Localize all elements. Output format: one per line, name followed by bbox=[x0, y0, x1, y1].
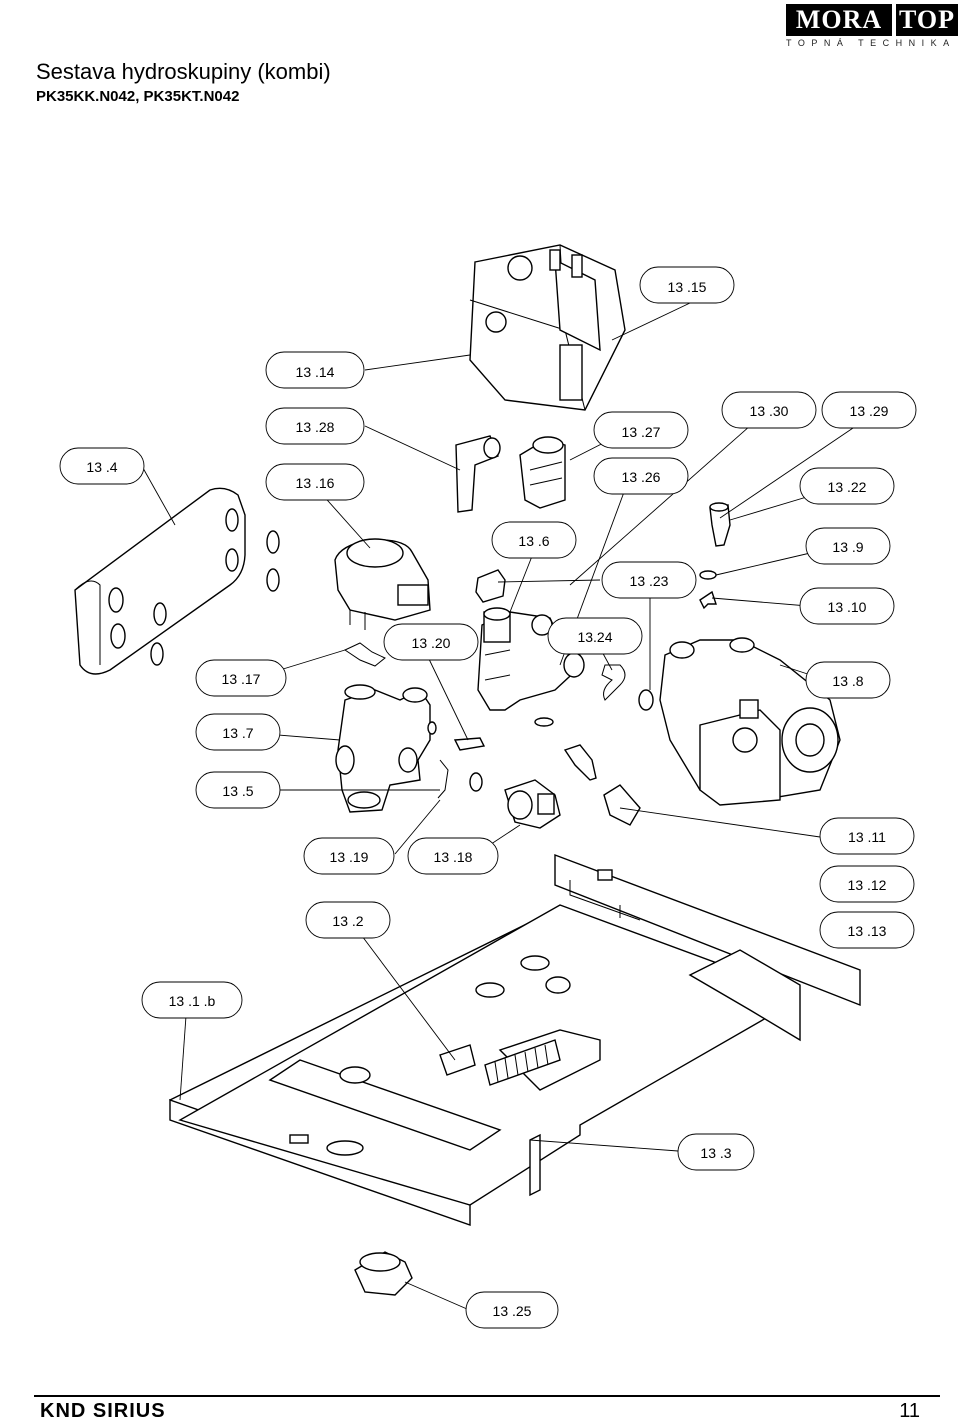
svg-text:13 .27: 13 .27 bbox=[622, 424, 661, 440]
svg-text:13 .30: 13 .30 bbox=[750, 403, 789, 419]
svg-text:13 .17: 13 .17 bbox=[222, 671, 261, 687]
terminal-block-part bbox=[439, 1039, 561, 1086]
gas-valve-part bbox=[469, 244, 626, 411]
pressure-sensor-part bbox=[504, 779, 561, 829]
callout-13-20: 13 .20 bbox=[383, 623, 479, 661]
svg-text:13 .29: 13 .29 bbox=[850, 403, 889, 419]
callout-13-7: 13 .7 bbox=[195, 713, 281, 751]
model-codes: PK35KK.N042, PK35KT.N042 bbox=[36, 88, 240, 105]
callout-13-29: 13 .29 bbox=[821, 391, 917, 429]
callout-13-17: 13 .17 bbox=[195, 659, 287, 697]
svg-text:13 .13: 13 .13 bbox=[848, 923, 887, 939]
logo-tagline: TOPNÁ TECHNIKA bbox=[786, 38, 956, 48]
callout-13-14: 13 .14 bbox=[265, 351, 365, 389]
svg-text:13 .8: 13 .8 bbox=[832, 673, 863, 689]
callout-13-24: 13.24 bbox=[547, 617, 643, 655]
callout-13-15: 13 .15 bbox=[639, 266, 735, 304]
callout-13-4: 13 .4 bbox=[59, 447, 145, 485]
footer-product-name: KND SIRIUS bbox=[40, 1400, 166, 1422]
callout-13-10: 13 .10 bbox=[799, 587, 895, 625]
svg-text:13 .28: 13 .28 bbox=[296, 419, 335, 435]
mounting-frame-part bbox=[169, 853, 861, 1226]
callout-13-30: 13 .30 bbox=[721, 391, 817, 429]
leader-lines bbox=[142, 302, 857, 1310]
page-title: Sestava hydroskupiny (kombi) bbox=[36, 59, 331, 84]
svg-text:13 .12: 13 .12 bbox=[848, 877, 887, 893]
svg-text:13 .3: 13 .3 bbox=[700, 1145, 731, 1161]
callout-13-8: 13 .8 bbox=[805, 661, 891, 699]
svg-text:13 .14: 13 .14 bbox=[296, 364, 335, 380]
sensor-small-part bbox=[709, 502, 731, 547]
svg-text:13 .22: 13 .22 bbox=[828, 479, 867, 495]
svg-text:13 .10: 13 .10 bbox=[828, 599, 867, 615]
callout-13-9: 13 .9 bbox=[805, 527, 891, 565]
callout-13-28: 13 .28 bbox=[265, 407, 365, 445]
flow-sensor-connector-part bbox=[475, 569, 506, 603]
svg-text:13 .15: 13 .15 bbox=[668, 279, 707, 295]
svg-text:13 .26: 13 .26 bbox=[622, 469, 661, 485]
svg-text:13 .23: 13 .23 bbox=[630, 573, 669, 589]
svg-text:13 .5: 13 .5 bbox=[222, 783, 253, 799]
callout-13-23: 13 .23 bbox=[601, 561, 697, 599]
svg-text:13 .20: 13 .20 bbox=[412, 635, 451, 651]
elbow-pipe-part bbox=[455, 435, 501, 513]
callout-13-3: 13 .3 bbox=[677, 1133, 755, 1171]
logo-word-mora: MORA bbox=[786, 4, 892, 36]
o-rings-left bbox=[150, 530, 280, 666]
logo-word-top: TOP bbox=[896, 4, 958, 36]
svg-text:13 .18: 13 .18 bbox=[434, 849, 473, 865]
washer-clip-part bbox=[699, 570, 717, 610]
svg-text:13 .7: 13 .7 bbox=[222, 725, 253, 741]
callout-13-22: 13 .22 bbox=[799, 467, 895, 505]
svg-text:13 .9: 13 .9 bbox=[832, 539, 863, 555]
control-knob-part bbox=[354, 1251, 413, 1296]
sealing-cap-part bbox=[603, 784, 641, 826]
svg-text:13 .6: 13 .6 bbox=[518, 533, 549, 549]
callout-13-27: 13 .27 bbox=[593, 411, 689, 449]
callout-13-18: 13 .18 bbox=[407, 837, 499, 875]
svg-text:13.24: 13.24 bbox=[577, 629, 612, 645]
small-sensors-part bbox=[437, 717, 597, 799]
callout-13-1-b: 13 .1 .b bbox=[141, 981, 243, 1019]
svg-text:13 .1 .b: 13 .1 .b bbox=[169, 993, 216, 1009]
footer-rule bbox=[34, 1395, 940, 1397]
retaining-clip-part bbox=[601, 664, 654, 711]
fitting-part bbox=[519, 436, 566, 509]
callout-13-12: 13 .12 bbox=[819, 865, 915, 903]
callout-13-2: 13 .2 bbox=[305, 901, 391, 939]
callout-13-26: 13 .26 bbox=[593, 457, 689, 495]
footer-page-number: 11 bbox=[899, 1400, 920, 1422]
callout-13-19: 13 .19 bbox=[303, 837, 395, 875]
svg-text:13 .16: 13 .16 bbox=[296, 475, 335, 491]
svg-text:13 .4: 13 .4 bbox=[86, 459, 117, 475]
svg-text:13 .19: 13 .19 bbox=[330, 849, 369, 865]
callout-13-13: 13 .13 bbox=[819, 911, 915, 949]
svg-text:13 .11: 13 .11 bbox=[848, 829, 886, 845]
callout-13-25: 13 .25 bbox=[465, 1291, 559, 1329]
heat-exchanger-part bbox=[74, 487, 246, 675]
callout-13-16: 13 .16 bbox=[265, 463, 365, 501]
svg-text:13 .2: 13 .2 bbox=[332, 913, 363, 929]
callout-13-6: 13 .6 bbox=[491, 521, 577, 559]
filling-valve-assembly-part bbox=[335, 684, 437, 813]
callout-13-11: 13 .11 bbox=[819, 817, 915, 855]
svg-text:13 .25: 13 .25 bbox=[493, 1303, 532, 1319]
three-way-actuator-part bbox=[334, 538, 431, 630]
brand-logo: MORA TOP TOPNÁ TECHNIKA bbox=[778, 4, 958, 48]
spring-clip-part bbox=[343, 642, 386, 667]
callout-13-5: 13 .5 bbox=[195, 771, 281, 809]
circulation-pump-part bbox=[659, 637, 841, 806]
